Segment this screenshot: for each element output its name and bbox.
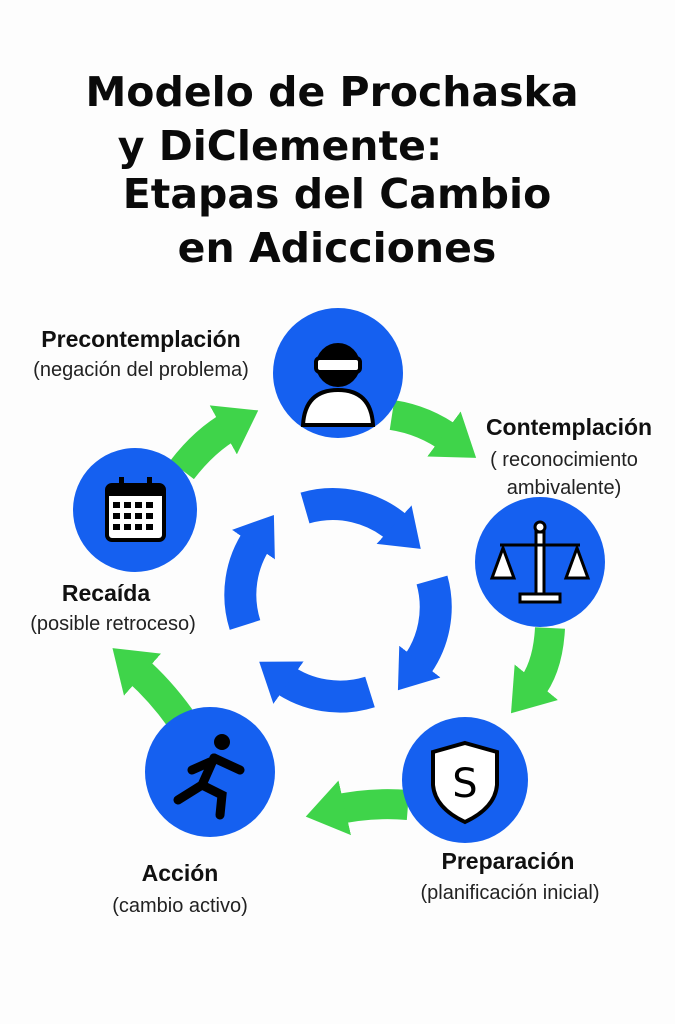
shield-icon: S [431, 740, 499, 825]
arrow-recaida-to-precontemplacion [170, 405, 259, 480]
cycle-arrow-top [300, 488, 421, 549]
title-line-1: Modelo de Prochaska [86, 68, 579, 116]
title-line-2: y DiClemente: [118, 122, 443, 170]
arrow-contemplacion-to-preparacion [511, 626, 565, 714]
stage-desc-accion: (cambio activo) [112, 895, 248, 917]
stage-name-contemplacion: Contemplación [486, 414, 652, 440]
arrow-preparacion-to-accion [305, 780, 410, 836]
stage-desc-contemplacion-1: ( reconocimiento [490, 449, 638, 471]
arrow-precontemplacion-to-contemplacion [389, 400, 477, 458]
stage-name-preparacion: Preparación [442, 848, 575, 874]
stage-preparacion-circle: S [402, 717, 528, 843]
cycle-arrow-left [224, 514, 275, 630]
title-line-3: Etapas del Cambio [123, 170, 552, 218]
stage-name-precontemplacion: Precontemplación [41, 326, 240, 352]
stage-desc-contemplacion-2: ambivalente) [507, 477, 622, 499]
calendar-icon [105, 477, 166, 542]
running-person-icon [173, 734, 245, 820]
arrow-accion-to-recaida [112, 648, 193, 727]
balance-scale-icon [489, 520, 591, 604]
stage-desc-recaida: (posible retroceso) [30, 613, 196, 635]
stage-name-accion: Acción [142, 860, 219, 886]
cycle-arrow-bottom [259, 661, 375, 713]
stage-accion-circle [145, 707, 275, 837]
stage-name-recaida: Recaída [62, 580, 150, 606]
cycle-arrow-right [397, 575, 452, 691]
person-vr-headset-icon [300, 343, 376, 427]
stage-desc-precontemplacion: (negación del problema) [33, 359, 249, 381]
stage-precontemplacion-circle [273, 308, 403, 438]
stage-recaida-circle [73, 448, 197, 572]
stage-contemplacion-circle [475, 497, 605, 627]
svg-text:S: S [452, 761, 477, 807]
stage-desc-preparacion: (planificación inicial) [421, 882, 600, 904]
title-line-4: en Adicciones [178, 224, 497, 272]
